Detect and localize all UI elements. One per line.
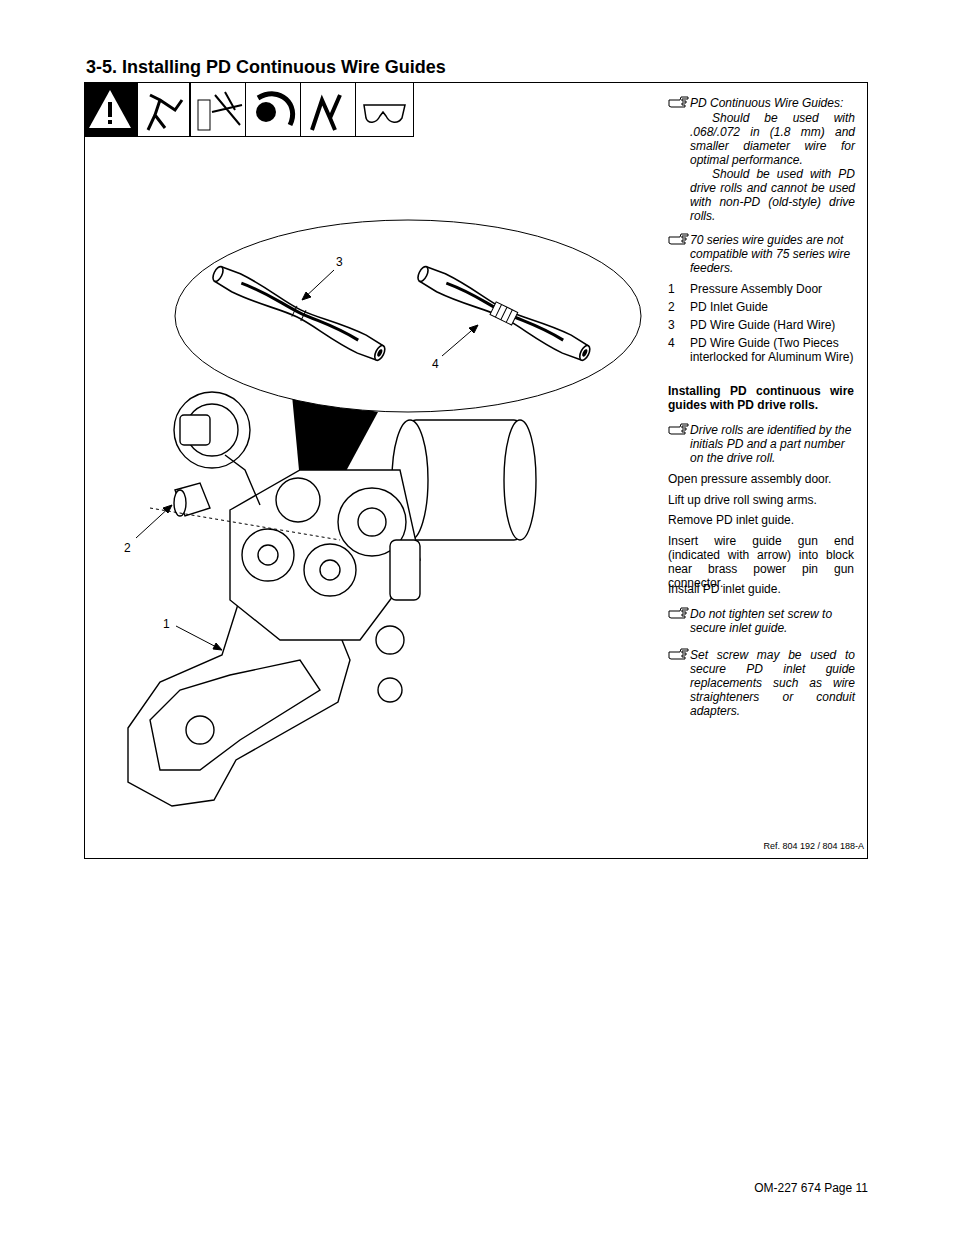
safety-icons (84, 82, 414, 137)
note-text: 70 series wire guides are not compatible… (690, 233, 855, 275)
note-text: Should be used with .068/.072 in (1.8 mm… (690, 111, 855, 167)
callout-number: 3 (336, 255, 343, 269)
step-text: Insert wire guide gun end (indicated wit… (668, 534, 854, 590)
section-title: 3-5. Installing PD Continuous Wire Guide… (86, 56, 446, 78)
note-text: Do not tighten set screw to secure inlet… (690, 607, 855, 635)
step-text: Remove PD inlet guide. (668, 513, 854, 527)
step-text: Lift up drive roll swing arms. (668, 493, 854, 507)
callout-number: 2 (124, 541, 131, 555)
part-name: PD Inlet Guide (690, 300, 855, 314)
step-text: Install PD inlet guide. (668, 582, 854, 596)
reference-number: Ref. 804 192 / 804 188-A (763, 840, 864, 852)
callout-number: 4 (432, 357, 439, 371)
note-text: Set screw may be used to secure PD inlet… (690, 648, 855, 718)
list-number: 2 (668, 300, 675, 314)
note-text: Should be used with PD drive rolls and c… (690, 167, 855, 223)
part-name: Pressure Assembly Door (690, 282, 855, 296)
part-name: PD Wire Guide (Two Pieces interlocked fo… (690, 336, 855, 364)
list-number: 3 (668, 318, 675, 332)
list-number: 4 (668, 336, 675, 350)
part-name: PD Wire Guide (Hard Wire) (690, 318, 855, 332)
page-number: OM-227 674 Page 11 (754, 1181, 868, 1196)
list-number: 1 (668, 282, 675, 296)
note-heading: PD Continuous Wire Guides: (690, 96, 855, 110)
step-heading: Installing PD continuous wire guides wit… (668, 384, 854, 412)
note-text: Drive rolls are identified by the initia… (690, 423, 855, 465)
callout-number: 1 (163, 617, 170, 631)
step-text: Open pressure assembly door. (668, 472, 854, 486)
